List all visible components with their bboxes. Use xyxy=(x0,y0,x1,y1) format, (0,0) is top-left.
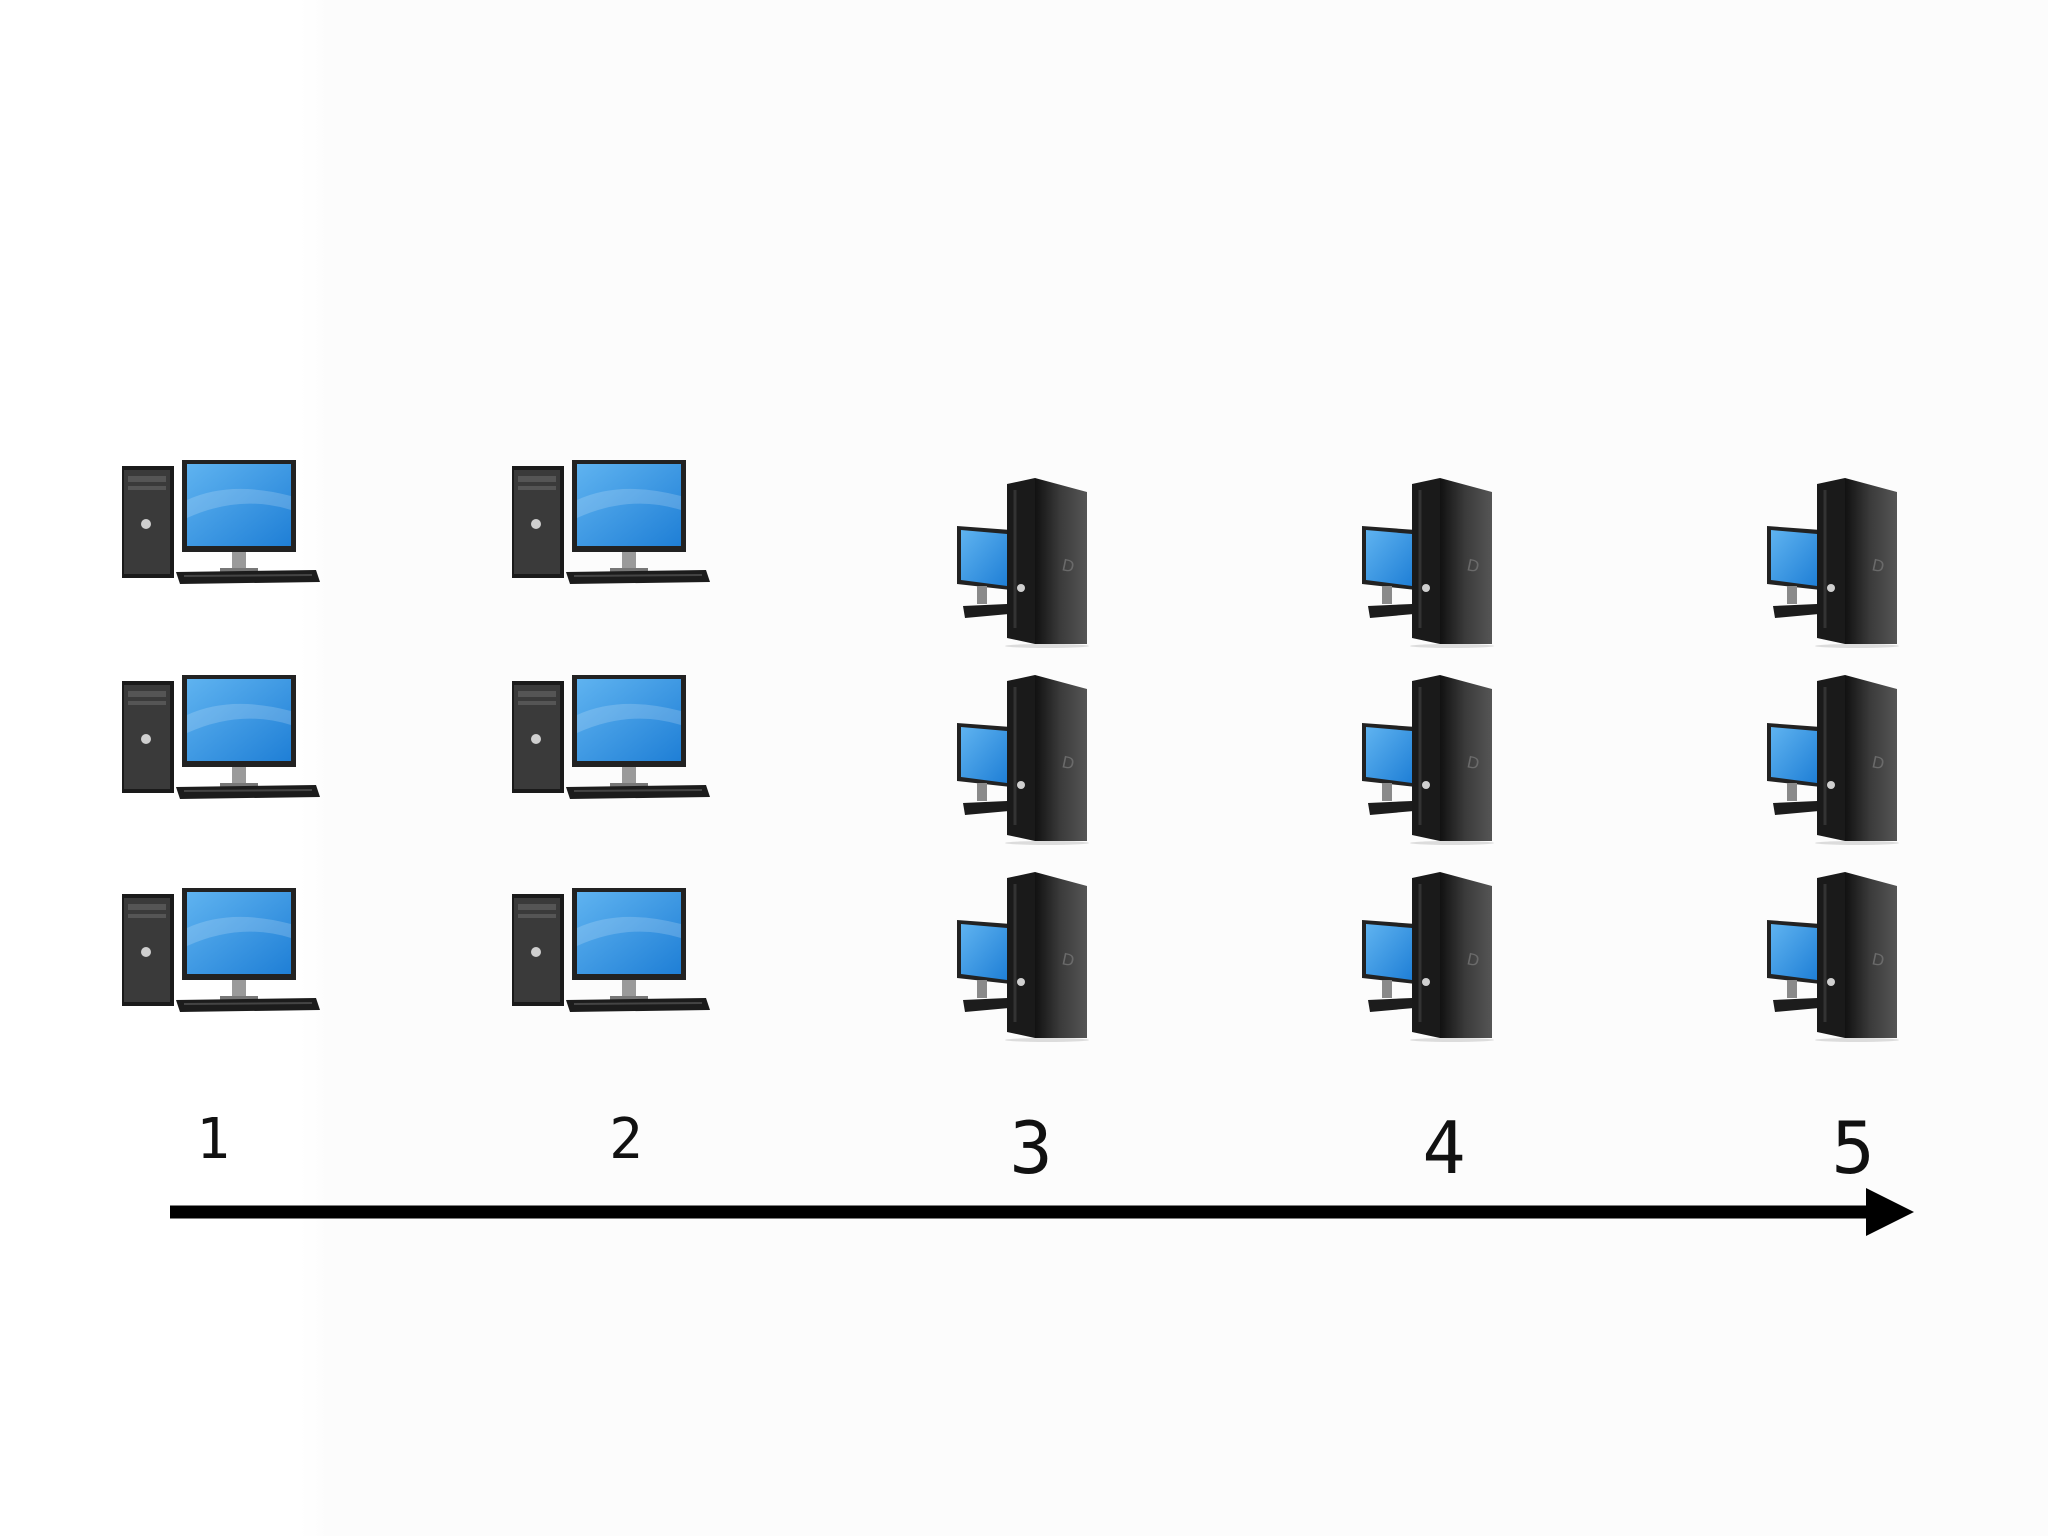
arrow-right-icon xyxy=(1866,1188,1914,1236)
